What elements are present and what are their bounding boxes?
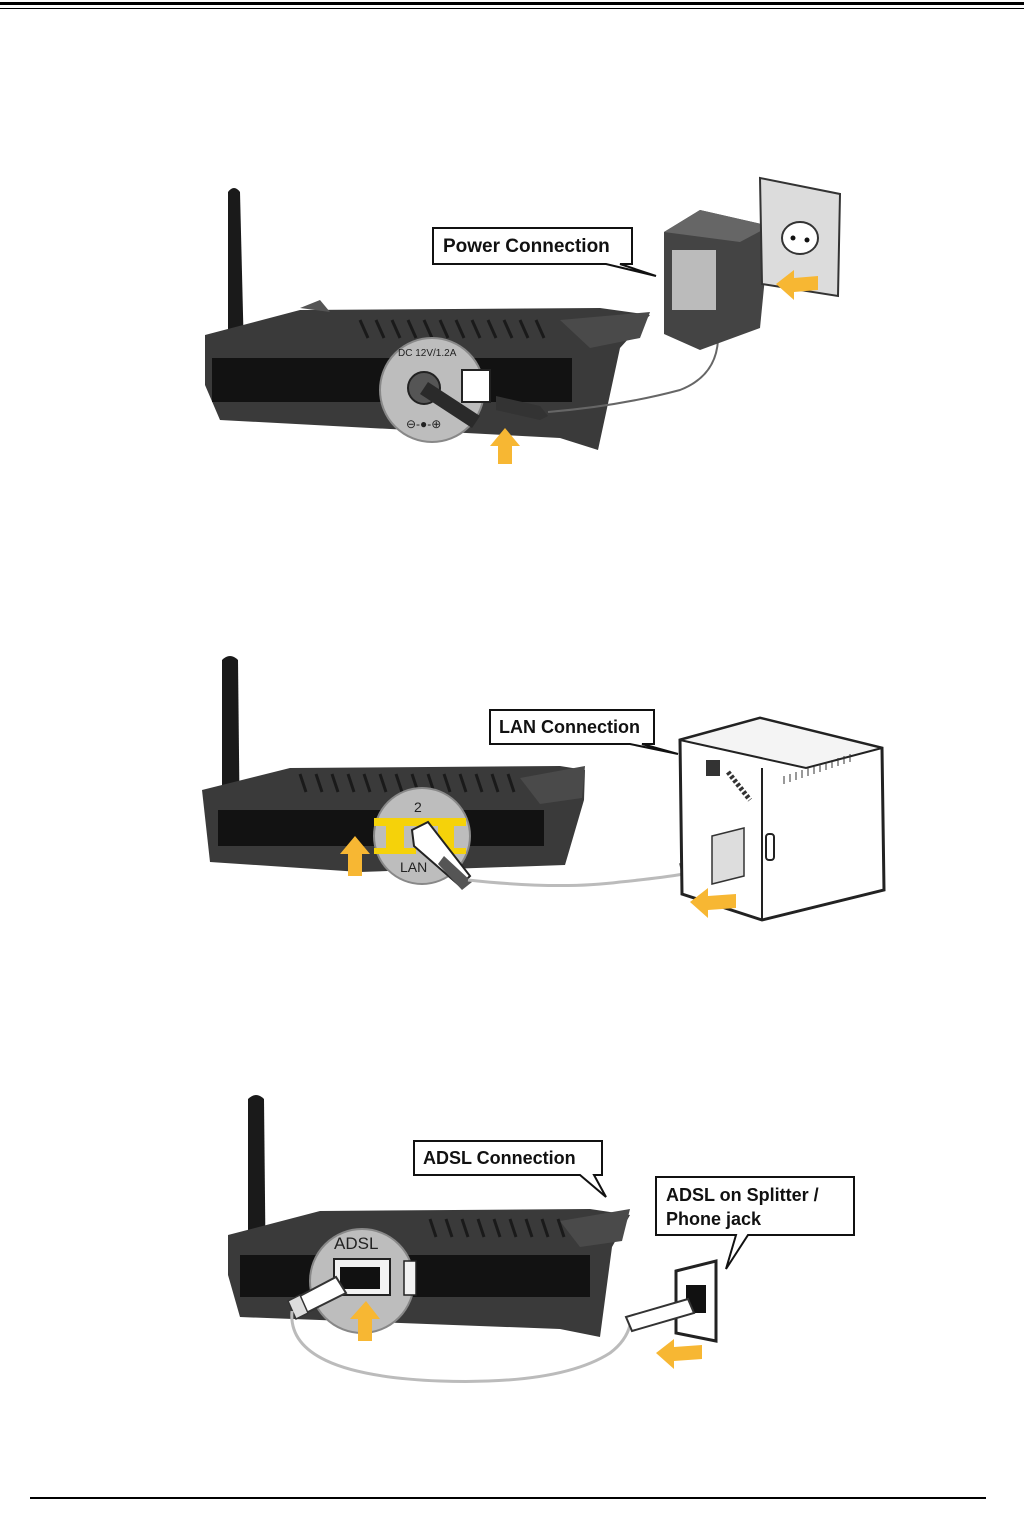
lan-port-label: LAN bbox=[400, 859, 427, 875]
top-rule bbox=[0, 2, 1024, 5]
lan-cable bbox=[468, 874, 684, 886]
polarity-label: ⊖-●-⊕ bbox=[406, 417, 441, 431]
lan-diagram: 2 LAN LAN Connection bbox=[0, 650, 1024, 930]
adsl-diagram: ADSL ADSL Connection ADSL on Splitter / … bbox=[0, 1085, 1024, 1405]
figure-lan-connection: 2 LAN LAN Connection bbox=[0, 650, 1024, 930]
adsl-callout-text: ADSL Connection bbox=[423, 1148, 576, 1168]
power-diagram: DC 12V/1.2A ⊖-●-⊕ Power Connection bbox=[0, 170, 1024, 480]
top-rule-thin bbox=[0, 8, 1024, 9]
figure-power-connection: DC 12V/1.2A ⊖-●-⊕ Power Connection bbox=[0, 170, 1024, 480]
power-callout-text: Power Connection bbox=[443, 236, 610, 257]
lan-port-number: 2 bbox=[414, 799, 422, 815]
splitter-callout-line2: Phone jack bbox=[666, 1209, 762, 1229]
splitter-callout-line1: ADSL on Splitter / bbox=[666, 1185, 819, 1205]
dc-jack-label: DC 12V/1.2A bbox=[398, 348, 457, 359]
adsl-port-label: ADSL bbox=[334, 1234, 378, 1253]
figure-adsl-connection: ADSL ADSL Connection ADSL on Splitter / … bbox=[0, 1085, 1024, 1405]
lan-callout-text: LAN Connection bbox=[499, 717, 640, 737]
tower-door-handle bbox=[766, 834, 774, 860]
left-arrow-icon bbox=[656, 1339, 702, 1369]
bottom-rule bbox=[30, 1497, 986, 1499]
power-switch-icon bbox=[462, 370, 490, 402]
